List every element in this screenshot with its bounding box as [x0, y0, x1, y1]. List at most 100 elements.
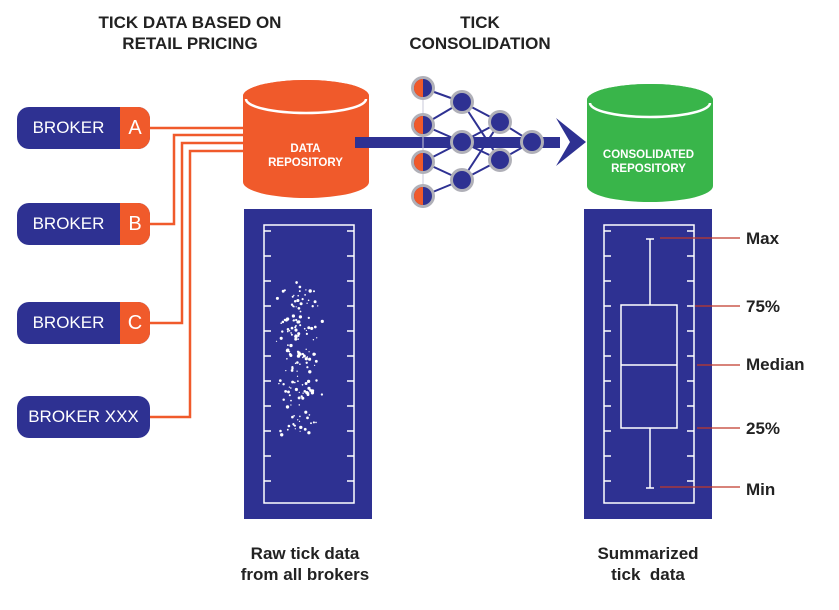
scatter-point — [309, 388, 313, 392]
consolidated-repository-cylinder-rim — [588, 102, 712, 119]
scatter-point — [304, 357, 308, 361]
scatter-point — [299, 425, 303, 430]
scatter-point — [281, 330, 284, 333]
scatter-point — [284, 390, 287, 393]
scatter-point — [313, 300, 317, 304]
caption-line: Raw tick data — [250, 544, 360, 563]
scatter-point — [307, 326, 311, 330]
consolidated-repository-label: CONSOLIDATED REPOSITORY — [586, 148, 711, 176]
scatter-point — [296, 298, 300, 303]
scatter-point — [290, 326, 294, 330]
scatter-point — [313, 364, 316, 367]
scatter-point — [293, 306, 295, 308]
scatter-point — [285, 405, 290, 409]
scatter-point — [286, 328, 290, 331]
scatter-point — [299, 363, 301, 366]
scatter-point — [310, 422, 312, 425]
scatter-point — [297, 396, 301, 400]
label-25: 25% — [746, 419, 781, 438]
scatter-point — [292, 423, 295, 426]
scatter-point — [297, 419, 299, 421]
scatter-point — [296, 370, 298, 372]
title-line: CONSOLIDATION — [409, 34, 551, 53]
scatter-point — [300, 395, 303, 398]
scatter-point — [317, 305, 319, 307]
scatter-point — [305, 348, 307, 351]
scatter-point — [278, 382, 280, 385]
title-tick-consolidation: TICK CONSOLIDATION — [380, 12, 580, 54]
scatter-point — [293, 294, 295, 297]
scatter-point — [290, 404, 292, 406]
scatter-point — [297, 332, 301, 336]
scatter-point — [279, 429, 282, 433]
caption-line: tick data — [611, 565, 685, 584]
scatter-point — [312, 352, 316, 356]
scatter-point — [294, 428, 296, 430]
nn-node-core — [453, 171, 471, 189]
scatter-point — [299, 310, 302, 313]
scatter-point — [286, 357, 288, 360]
scatter-point — [294, 335, 297, 338]
scatter-point — [290, 369, 294, 372]
scatter-point — [291, 295, 294, 298]
scatter-point — [298, 391, 300, 394]
nn-node-input-half — [414, 79, 423, 97]
scatter-point — [280, 322, 283, 325]
scatter-point — [311, 391, 314, 394]
label-min: Min — [746, 480, 776, 499]
caption-summarized-tick-data: Summarized tick data — [548, 543, 748, 585]
label-line: REPOSITORY — [268, 157, 343, 169]
scatter-point — [281, 289, 285, 293]
scatter-point — [305, 361, 308, 364]
scatter-point — [296, 361, 299, 364]
scatter-point — [287, 424, 291, 428]
scatter-point — [303, 427, 307, 431]
label-line: REPOSITORY — [611, 163, 686, 175]
scatter-point — [301, 352, 304, 356]
scatter-point — [284, 318, 288, 322]
scatter-point — [298, 404, 301, 406]
scatter-point — [307, 299, 310, 302]
scatter-point — [315, 379, 318, 382]
scatter-point — [290, 387, 292, 389]
scatter-point — [316, 337, 318, 339]
box-iqr — [620, 304, 678, 429]
nn-node-core — [491, 113, 509, 131]
scatter-point — [298, 290, 301, 293]
label-line: DATA — [290, 143, 321, 155]
scatter-point — [303, 327, 306, 330]
scatter-point — [280, 433, 284, 437]
scatter-point — [297, 306, 301, 310]
scatter-point — [293, 300, 297, 303]
scatter-point — [292, 319, 295, 322]
broker-c: BROKER C — [17, 302, 150, 344]
scatter-point — [299, 430, 301, 432]
broker-name: BROKER — [32, 118, 105, 137]
scatter-point — [302, 392, 304, 394]
scatter-point — [290, 399, 292, 402]
broker-letter: A — [120, 107, 150, 149]
scatter-point — [293, 414, 295, 417]
scatter-point — [308, 351, 310, 353]
nn-node-core — [523, 133, 541, 151]
nn-node-input-half — [414, 153, 423, 171]
caption-raw-tick-data: Raw tick data from all brokers — [205, 543, 405, 585]
title-retail-pricing: TICK DATA BASED ON RETAIL PRICING — [70, 12, 310, 54]
scatter-point — [308, 370, 312, 374]
data-repository-label: DATA REPOSITORY — [243, 142, 368, 170]
scatter-point — [308, 357, 312, 361]
scatter-point — [290, 333, 293, 336]
scatter-point — [278, 379, 282, 382]
raw-panel-frame — [263, 224, 355, 504]
scatter-point — [275, 296, 279, 300]
scatter-point — [305, 329, 308, 332]
scatter-point — [320, 319, 324, 323]
scatter-point — [301, 384, 304, 386]
scatter-point — [298, 285, 302, 289]
scatter-point — [285, 369, 287, 372]
nn-node-core — [491, 151, 509, 169]
scatter-point — [297, 380, 299, 382]
scatter-point — [290, 332, 292, 334]
scatter-point — [304, 294, 306, 296]
